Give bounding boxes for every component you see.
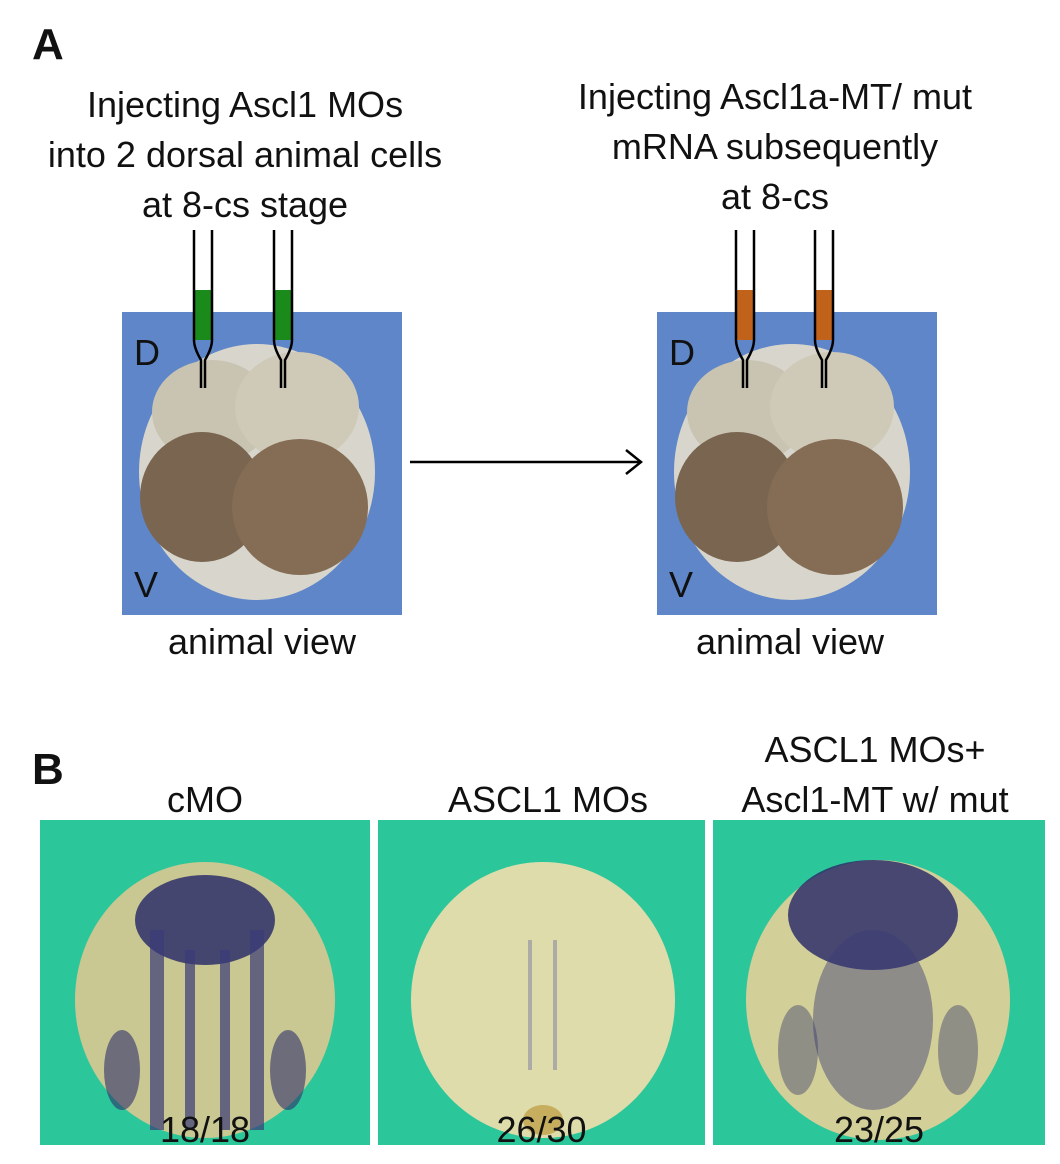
caption-line: at 8-cs: [720, 176, 830, 217]
count-label: 18/18: [159, 1109, 251, 1145]
caption-line: Injecting Ascl1a-MT/ mut: [577, 76, 973, 117]
pipette-icon: [734, 230, 756, 388]
embryo-photo-cmo: 18/18: [40, 820, 370, 1145]
panel-title-ascl1-mos: ASCL1 MOs: [447, 779, 649, 820]
caption-line: ASCL1 MOs+: [764, 729, 986, 770]
right-caption: Injecting Ascl1a-MT/ mut mRNA subsequent…: [530, 72, 1020, 222]
embryo-stained-image: [75, 862, 335, 1138]
count-label: 26/30: [496, 1109, 587, 1145]
embryo-8-cell-image: [139, 344, 375, 600]
panel-title-rescue: ASCL1 MOs+ Ascl1-MT w/ mut: [705, 725, 1045, 825]
pipette-icon: [813, 230, 835, 388]
left-caption: Injecting Ascl1 MOs into 2 dorsal animal…: [0, 80, 490, 230]
view-label-right: animal view: [695, 621, 885, 662]
panel-b-label: B: [32, 745, 64, 794]
caption-line: into 2 dorsal animal cells: [47, 134, 443, 175]
embryo-8-cell-image: [674, 344, 910, 600]
pipette-icon: [272, 230, 294, 388]
arrow-icon: [410, 449, 644, 475]
count-label: 23/25: [833, 1109, 925, 1145]
embryo-photo-left: D V: [122, 312, 402, 615]
ventral-label: V: [669, 564, 694, 605]
embryo-photo-right: D V: [657, 312, 937, 615]
caption-line: Injecting Ascl1 MOs: [86, 84, 404, 125]
embryo-stained-image: [411, 862, 675, 1138]
embryo-photo-rescue: 23/25: [713, 820, 1045, 1145]
dorsal-label: D: [669, 332, 695, 373]
caption-line: at 8-cs stage: [141, 184, 349, 225]
embryo-photo-ascl1-mos: 26/30: [378, 820, 705, 1145]
embryo-stained-image: [746, 860, 1010, 1140]
pipettes-and-arrow: [192, 230, 835, 475]
caption-line: Ascl1-MT w/ mut: [741, 779, 1009, 820]
dorsal-label: D: [134, 332, 160, 373]
ventral-label: V: [134, 564, 159, 605]
pipette-icon: [192, 230, 214, 388]
view-label-left: animal view: [167, 621, 357, 662]
caption-line: mRNA subsequently: [611, 126, 939, 167]
panel-title-cmo: cMO: [167, 779, 243, 820]
panel-a-label: A: [32, 20, 64, 69]
